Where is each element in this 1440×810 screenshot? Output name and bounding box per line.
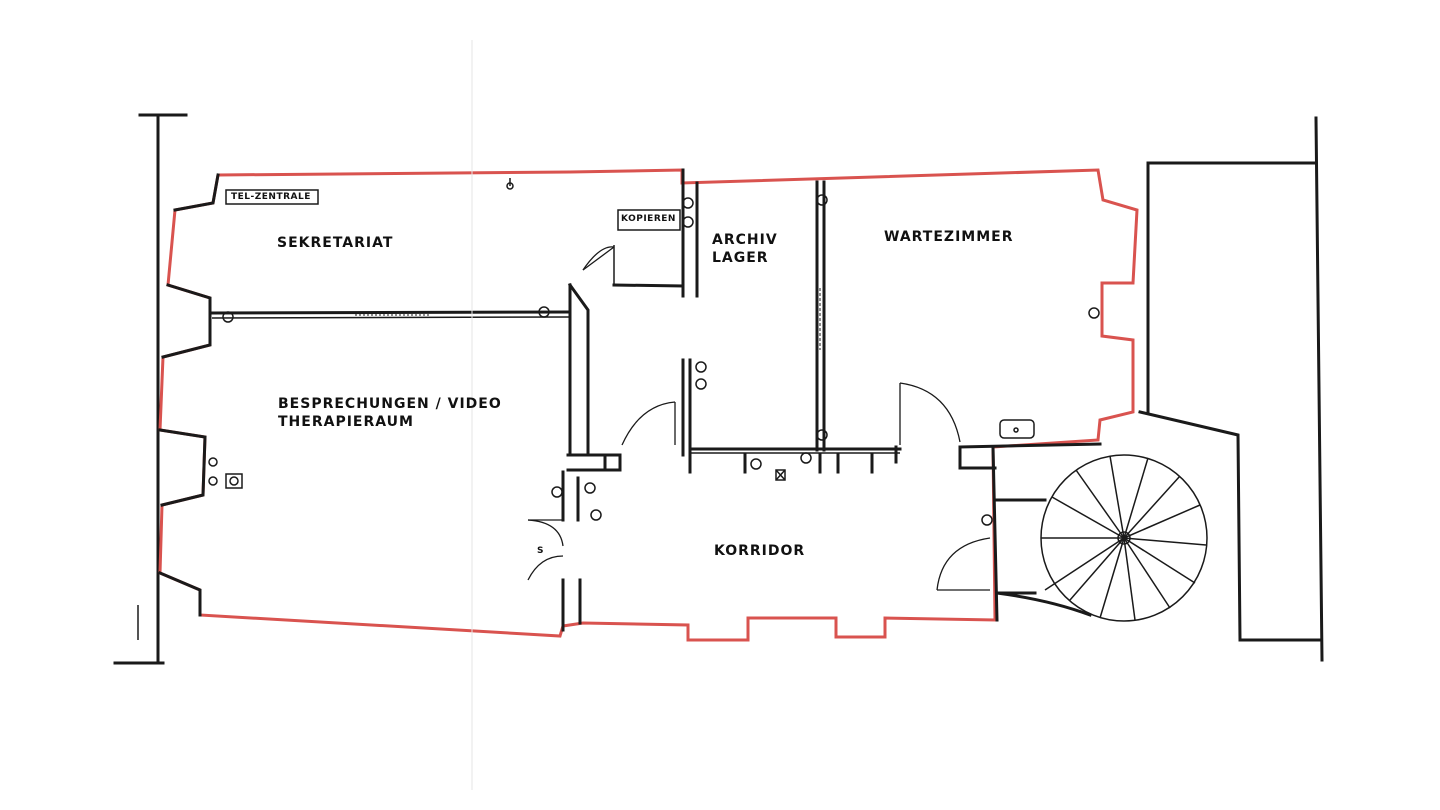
room-label-wartezimmer: WARTEZIMMER [884, 229, 1014, 245]
interior-walls [210, 168, 1102, 632]
building-outline [158, 168, 1139, 642]
room-label-archiv: ARCHIV [712, 232, 778, 248]
room-label-besprechungen: BESPRECHUNGEN / VIDEO [278, 396, 502, 412]
room-label-korridor: KORRIDOR [714, 543, 806, 559]
left-wall-pillars [158, 173, 220, 617]
kopieren-box [617, 209, 681, 231]
spiral-staircase [995, 454, 1208, 622]
label-s-marker: S [537, 546, 544, 556]
label-tel-zentrale: TEL-ZENTRALE [231, 192, 311, 202]
left-boundary [113, 113, 188, 665]
room-label-sekretariat: SEKRETARIAT [277, 235, 394, 251]
doors [527, 246, 991, 591]
room-label-lager: LAGER [712, 250, 769, 266]
fixtures [208, 178, 1100, 526]
neighbor-building [1138, 116, 1324, 662]
label-kopieren: KOPIEREN [621, 214, 676, 224]
room-label-therapieraum: THERAPIERAUM [278, 414, 414, 430]
tel-zentrale-box [225, 189, 319, 205]
